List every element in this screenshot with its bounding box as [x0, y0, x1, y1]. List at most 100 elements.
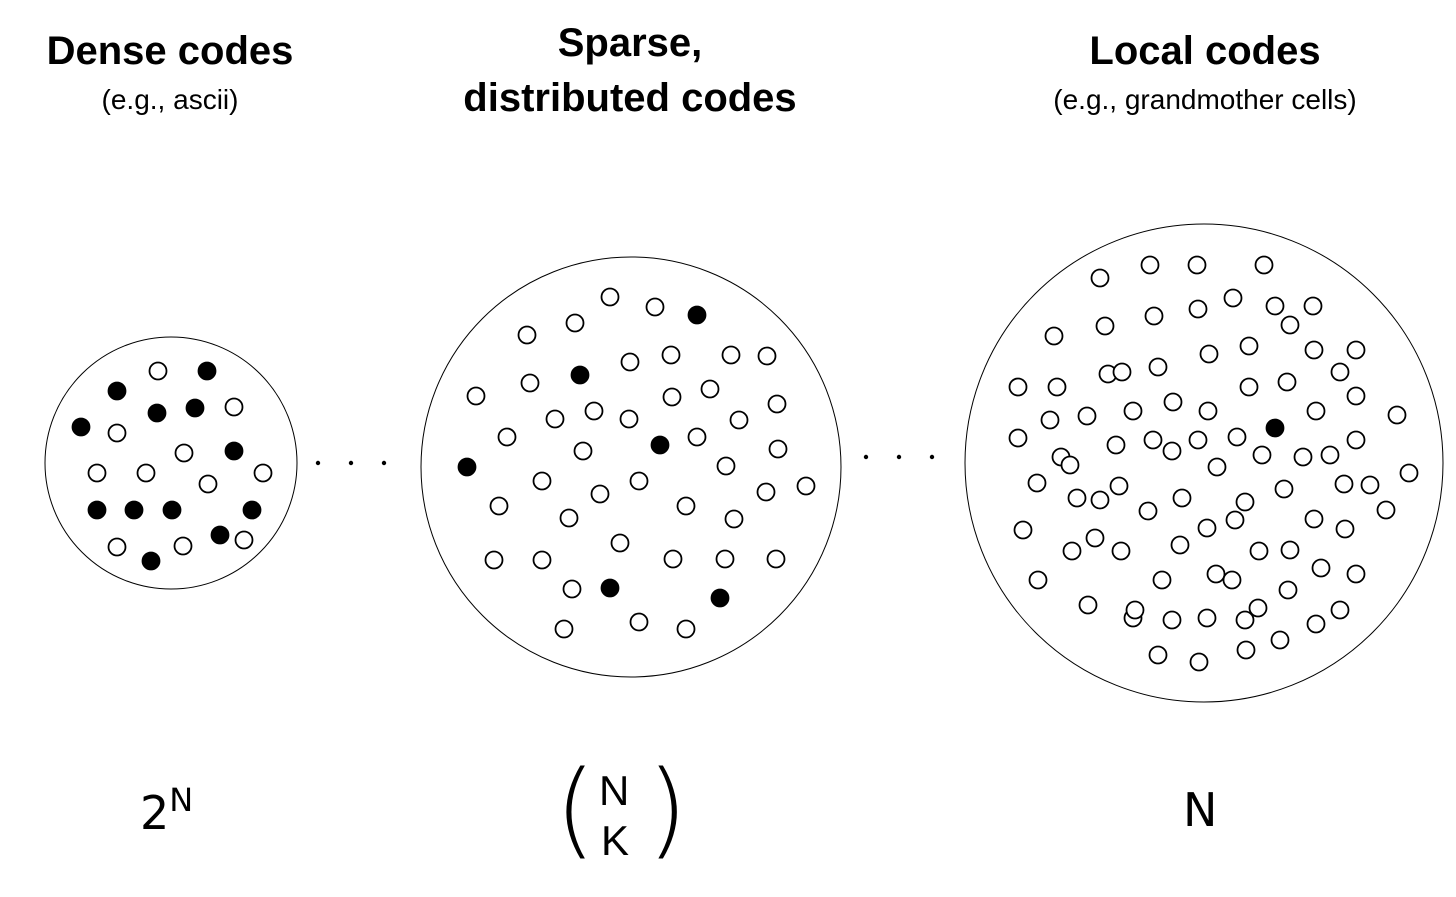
local-codes-subtitle: (e.g., grandmother cells) — [1053, 84, 1357, 115]
inactive-unit — [497, 427, 517, 447]
inactive-unit — [584, 401, 604, 421]
inactive-unit — [1188, 299, 1208, 319]
inactive-unit — [700, 379, 720, 399]
inactive-unit — [1334, 474, 1354, 494]
inactive-unit — [661, 345, 681, 365]
inactive-unit — [1207, 457, 1227, 477]
formula-base: 2 — [140, 786, 170, 840]
inactive-unit — [1248, 598, 1268, 618]
inactive-unit — [545, 409, 565, 429]
inactive-unit — [1280, 540, 1300, 560]
inactive-unit — [1028, 570, 1048, 590]
inactive-unit — [1090, 268, 1110, 288]
inactive-unit — [1346, 386, 1366, 406]
inactive-unit — [1013, 520, 1033, 540]
active-unit — [1265, 418, 1285, 438]
inactive-unit — [1280, 315, 1300, 335]
inactive-unit — [716, 456, 736, 476]
inactive-unit — [756, 482, 776, 502]
active-unit — [124, 500, 144, 520]
separator-2 — [863, 454, 935, 460]
inactive-unit — [1067, 488, 1087, 508]
inactive-unit — [1162, 610, 1182, 630]
active-unit — [107, 381, 127, 401]
inactive-unit — [1265, 296, 1285, 316]
inactive-unit — [1199, 344, 1219, 364]
inactive-unit — [1254, 255, 1274, 275]
inactive-unit — [520, 373, 540, 393]
active-unit — [210, 525, 230, 545]
inactive-unit — [1293, 447, 1313, 467]
inactive-unit — [107, 423, 127, 443]
inactive-unit — [620, 352, 640, 372]
inactive-unit — [1235, 610, 1255, 630]
inactive-unit — [1140, 255, 1160, 275]
inactive-unit — [1311, 558, 1331, 578]
inactive-unit — [1306, 614, 1326, 634]
inactive-unit — [724, 509, 744, 529]
active-unit — [197, 361, 217, 381]
inactive-unit — [1278, 580, 1298, 600]
inactive-unit — [517, 325, 537, 345]
inactive-unit — [1143, 430, 1163, 450]
inactive-unit — [1222, 570, 1242, 590]
inactive-unit — [1346, 430, 1366, 450]
inactive-unit — [1077, 406, 1097, 426]
separator-1 — [315, 460, 387, 466]
left-paren: ( — [555, 748, 596, 870]
active-unit — [457, 457, 477, 477]
inactive-unit — [610, 533, 630, 553]
inactive-unit — [1090, 490, 1110, 510]
active-unit — [141, 551, 161, 571]
inactive-unit — [1044, 326, 1064, 346]
inactive-unit — [1360, 475, 1380, 495]
inactive-unit — [1189, 652, 1209, 672]
inactive-unit — [645, 297, 665, 317]
inactive-unit — [224, 397, 244, 417]
inactive-unit — [1225, 510, 1245, 530]
active-unit — [650, 435, 670, 455]
active-unit — [185, 398, 205, 418]
inactive-unit — [136, 463, 156, 483]
active-unit — [242, 500, 262, 520]
dense-population-boundary — [44, 336, 298, 590]
right-paren: ) — [647, 748, 688, 870]
separator-dot — [896, 454, 902, 460]
inactive-unit — [198, 474, 218, 494]
local-units — [1008, 255, 1419, 672]
inactive-unit — [1085, 528, 1105, 548]
inactive-unit — [1172, 488, 1192, 508]
inactive-unit — [1188, 430, 1208, 450]
inactive-unit — [1304, 509, 1324, 529]
inactive-unit — [562, 579, 582, 599]
separator-dot — [315, 460, 321, 466]
formula-exponent: N — [169, 781, 194, 819]
inactive-unit — [1277, 372, 1297, 392]
inactive-unit — [600, 287, 620, 307]
inactive-unit — [1095, 316, 1115, 336]
inactive-unit — [629, 612, 649, 632]
inactive-unit — [1125, 600, 1145, 620]
inactive-unit — [1040, 410, 1060, 430]
inactive-unit — [484, 550, 504, 570]
dense-codes-title: Dense codes — [46, 29, 294, 73]
inactive-unit — [1198, 401, 1218, 421]
active-unit — [162, 500, 182, 520]
inactive-unit — [1062, 541, 1082, 561]
inactive-unit — [1008, 377, 1028, 397]
inactive-unit — [676, 619, 696, 639]
inactive-unit — [1399, 463, 1419, 483]
inactive-unit — [663, 549, 683, 569]
inactive-unit — [1376, 500, 1396, 520]
sparse-population-boundary — [420, 256, 842, 678]
inactive-unit — [107, 537, 127, 557]
inactive-unit — [1163, 392, 1183, 412]
inactive-unit — [1252, 445, 1272, 465]
inactive-unit — [1387, 405, 1407, 425]
inactive-unit — [687, 427, 707, 447]
binom-bottom: K — [601, 817, 630, 864]
separator-dot — [381, 460, 387, 466]
dense-codes-subtitle: (e.g., ascii) — [101, 84, 239, 115]
inactive-unit — [1239, 377, 1259, 397]
